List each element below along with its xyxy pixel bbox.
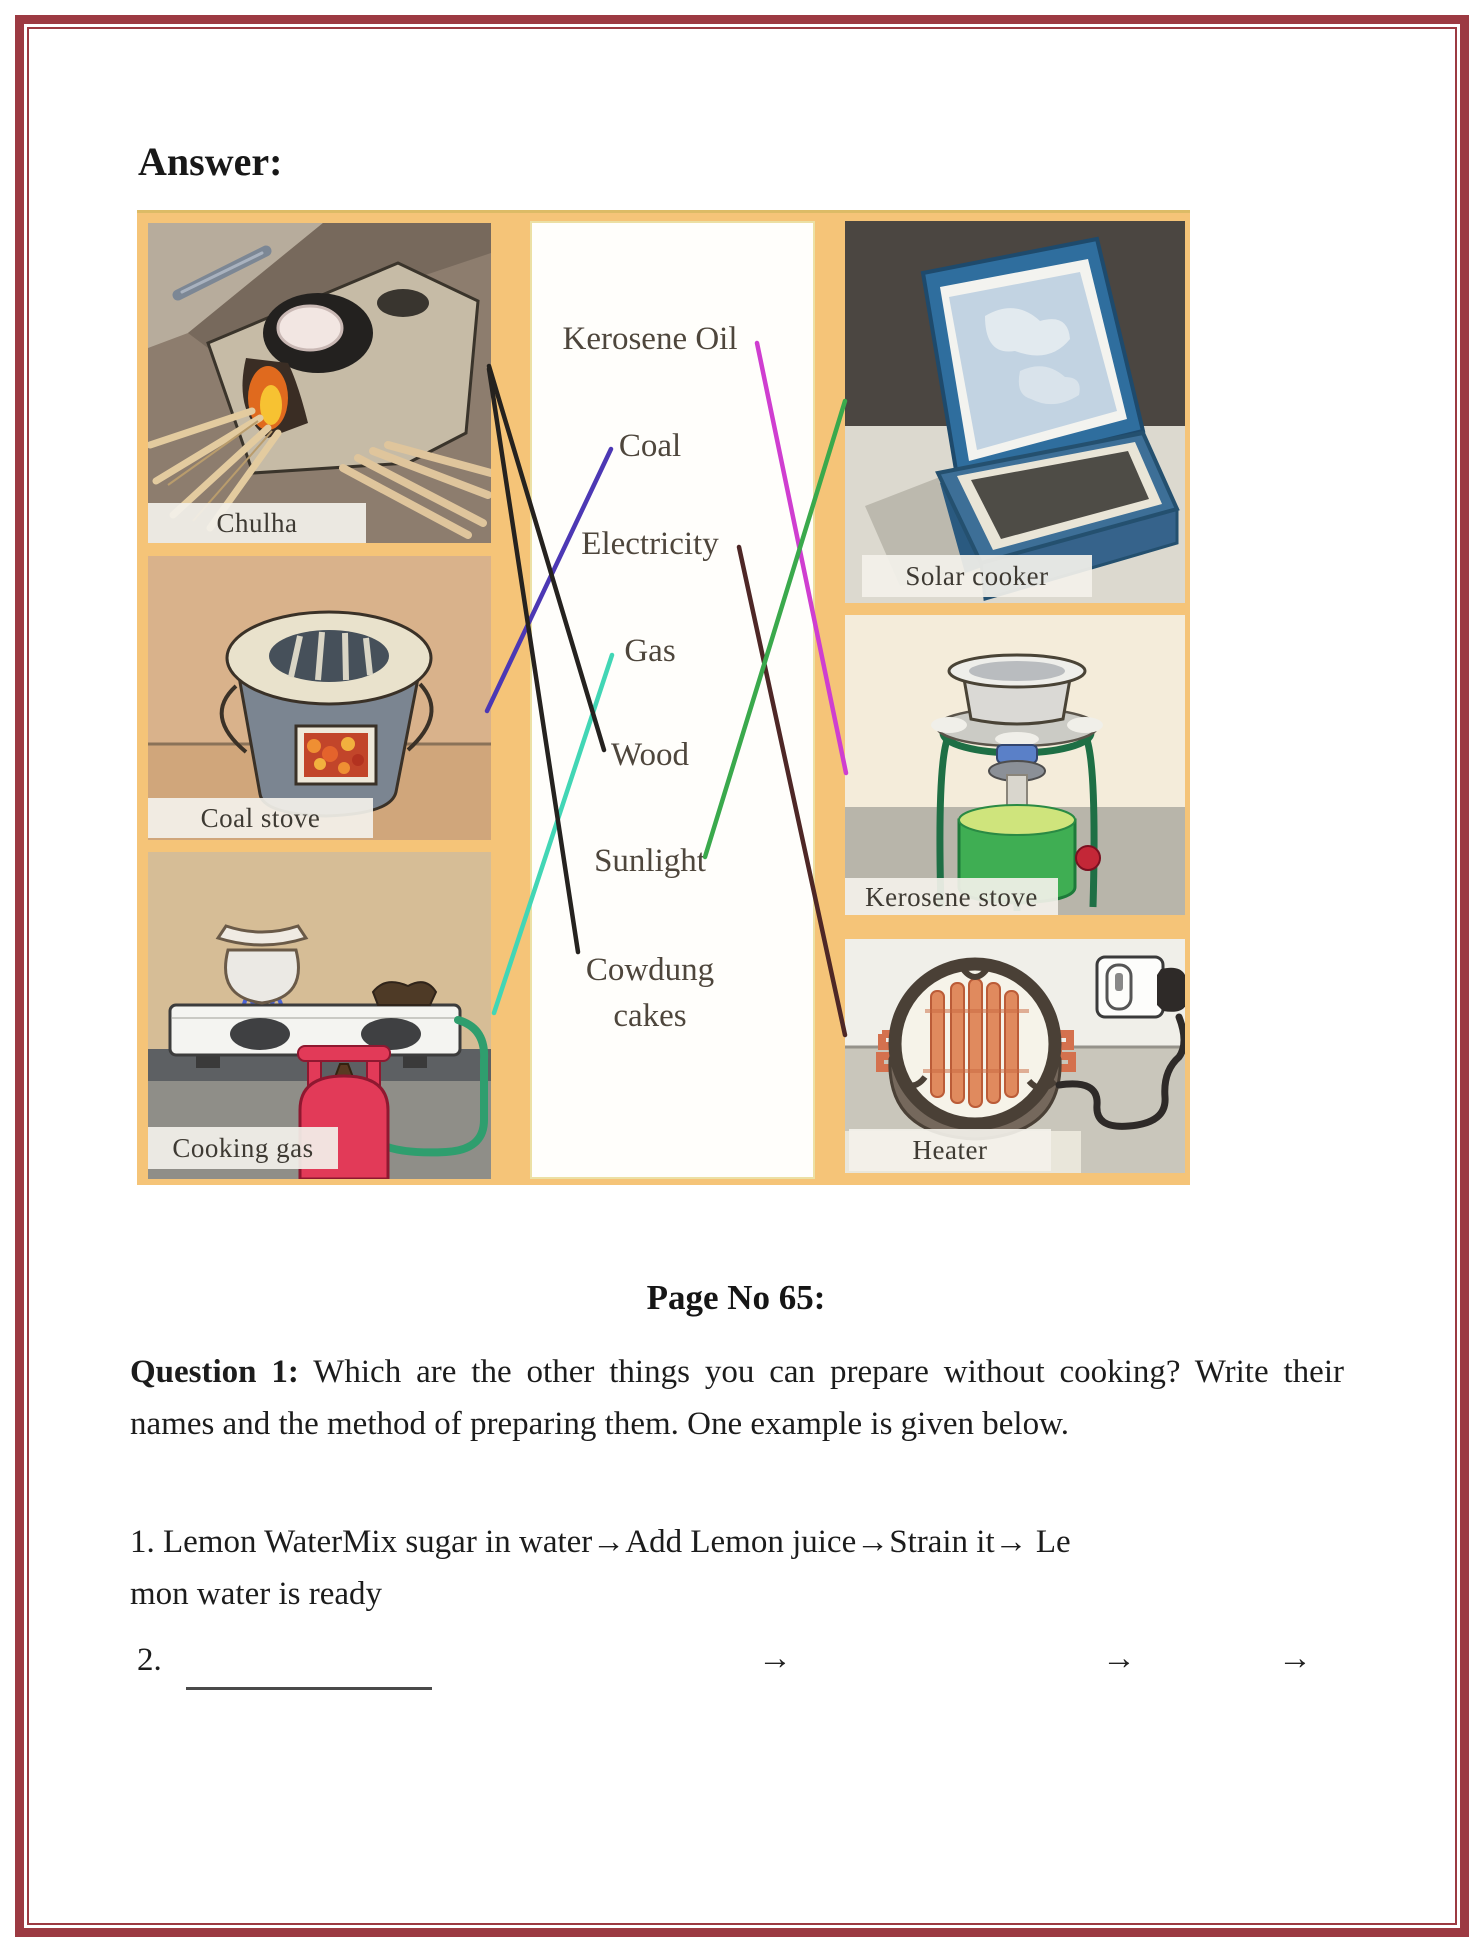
question-number: Question 1: bbox=[130, 1354, 299, 1390]
fuel-label-electricity: Electricity bbox=[581, 526, 719, 562]
coal-stove-label: Coal stove bbox=[148, 798, 373, 838]
fuel-label-kerosene-oil: Kerosene Oil bbox=[562, 321, 738, 357]
question-text: Which are the other things you can prepa… bbox=[130, 1354, 1344, 1442]
fuel-label-wood: Wood bbox=[610, 737, 690, 773]
chulha-illustration bbox=[148, 223, 491, 543]
solar-cooker-illustration bbox=[845, 221, 1185, 603]
page-border-outer bbox=[15, 15, 1469, 1937]
appliance-label: Coal stove bbox=[200, 802, 321, 833]
kerosene-stove-image: Kerosene stove bbox=[845, 615, 1185, 915]
page-heading: Page No 65: bbox=[646, 1278, 826, 1317]
appliance-label: Chulha bbox=[216, 507, 298, 538]
heater-image: Heater bbox=[845, 939, 1185, 1173]
stove-knob-icon bbox=[1075, 845, 1101, 871]
matching-figure: Chulha bbox=[137, 210, 1190, 1185]
kerosene-stove-label: Kerosene stove bbox=[845, 878, 1058, 915]
example-item-1: 1. Lemon WaterMix sugar in water→Add Lem… bbox=[130, 1516, 1344, 1620]
fuel-label-gas: Gas bbox=[624, 633, 676, 669]
solar-cooker-label: Solar cooker bbox=[862, 555, 1092, 597]
answer-heading: Answer: bbox=[138, 139, 283, 184]
plug-icon bbox=[1157, 967, 1185, 1012]
cooking-gas-illustration bbox=[148, 852, 491, 1179]
appliance-label: Cooking gas bbox=[172, 1132, 314, 1163]
solar-cooker-image: Solar cooker bbox=[845, 221, 1185, 603]
chulha-label: Chulha bbox=[148, 503, 366, 543]
item-2-blank-line bbox=[186, 1687, 432, 1690]
fuel-label-cowdung-cakes: Cowdung cakes bbox=[585, 952, 715, 1034]
cooking-gas-image: Cooking gas bbox=[148, 852, 491, 1179]
cooking-gas-label: Cooking gas bbox=[148, 1127, 338, 1169]
page-border-inner bbox=[27, 27, 1457, 1925]
fuel-label-coal: Coal bbox=[618, 428, 682, 464]
arrow-icon: → bbox=[758, 1640, 792, 1677]
coal-stove-illustration bbox=[148, 556, 491, 840]
appliance-label: Heater bbox=[912, 1134, 988, 1165]
question-paragraph: Question 1: Which are the other things y… bbox=[130, 1346, 1344, 1450]
appliance-label: Solar cooker bbox=[905, 560, 1049, 591]
heater-label: Heater bbox=[849, 1129, 1051, 1171]
arrow-icon: → bbox=[1278, 1640, 1312, 1677]
appliance-label: Kerosene stove bbox=[865, 882, 1038, 912]
coal-stove-image: Coal stove bbox=[148, 556, 491, 840]
example-line-1: 1. Lemon WaterMix sugar in water→Add Lem… bbox=[130, 1524, 1071, 1560]
chulha-image: Chulha bbox=[148, 223, 491, 543]
power-cable-icon bbox=[1055, 1013, 1185, 1130]
example-line-2: mon water is ready bbox=[130, 1576, 382, 1612]
fuel-label-sunlight: Sunlight bbox=[594, 843, 706, 879]
kerosene-stove-illustration bbox=[845, 615, 1185, 915]
item-2-number: 2. bbox=[137, 1642, 162, 1678]
arrow-icon: → bbox=[1102, 1640, 1136, 1677]
